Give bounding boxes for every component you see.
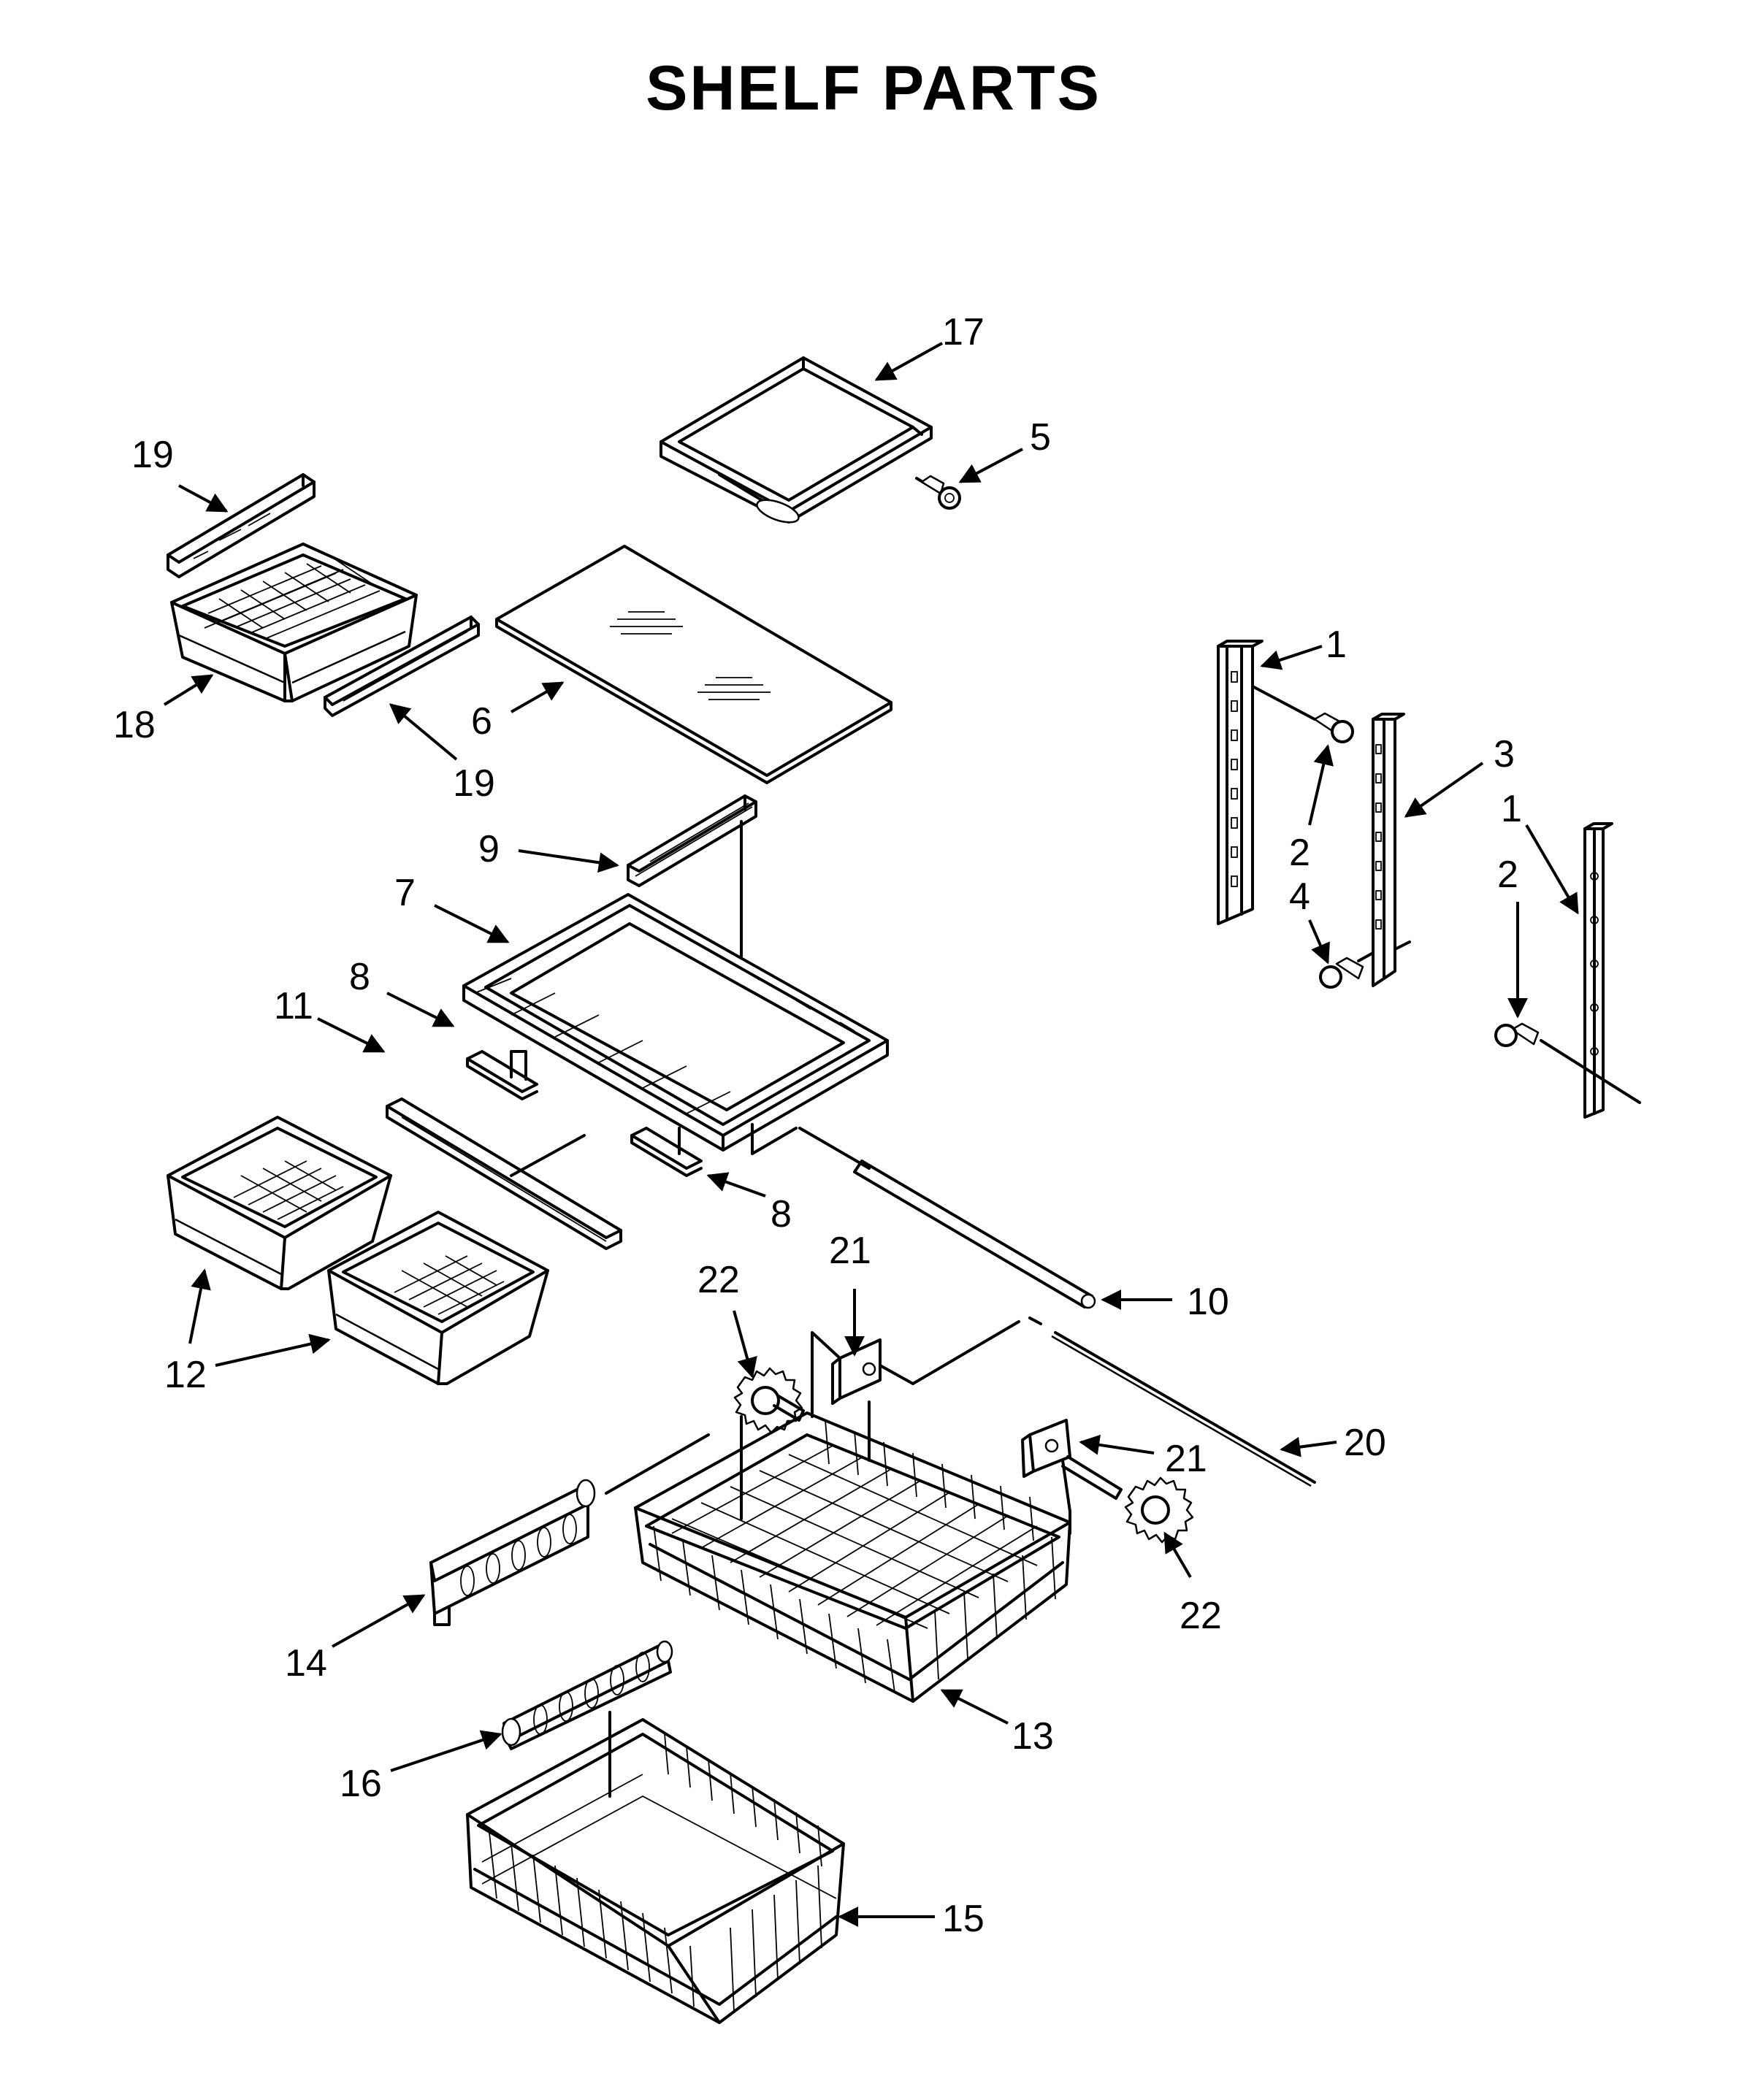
callout-9: 9 — [478, 828, 500, 870]
callout-19-lower: 19 — [453, 762, 495, 805]
callout-11: 11 — [274, 985, 313, 1027]
callout-1-left: 1 — [1326, 624, 1347, 666]
part-8-bracket-upper — [466, 1050, 538, 1100]
callout-13: 13 — [1012, 1715, 1054, 1758]
callout-18: 18 — [113, 704, 156, 746]
part-18-drawer — [170, 543, 418, 702]
part-7-shelf-tray — [462, 893, 889, 1155]
callout-17: 17 — [942, 311, 985, 353]
callout-20: 20 — [1344, 1422, 1386, 1464]
callout-7: 7 — [394, 872, 416, 914]
part-4-screw-lower — [1319, 951, 1375, 989]
callout-21-left: 21 — [829, 1230, 871, 1272]
callout-2-right: 2 — [1497, 854, 1518, 896]
part-1-rail-right — [1540, 822, 1641, 1119]
part-5-screw — [915, 475, 961, 510]
callout-12: 12 — [164, 1354, 207, 1396]
part-2-screw-upper — [1313, 712, 1354, 743]
part-15-wire-basket — [466, 1718, 845, 2024]
part-8-bracket-lower — [630, 1127, 703, 1177]
callout-22-right: 22 — [1180, 1595, 1222, 1637]
callout-21-right: 21 — [1165, 1438, 1207, 1480]
part-3-rail-middle — [1372, 713, 1411, 987]
diagram-title: SHELF PARTS — [646, 53, 1101, 123]
callout-15: 15 — [942, 1898, 985, 1940]
leader-arrows — [163, 342, 1579, 1927]
part-19-rail-upper — [167, 473, 316, 578]
callout-10: 10 — [1187, 1281, 1229, 1323]
callout-2-upper: 2 — [1289, 832, 1310, 874]
part-14-divider — [429, 1433, 710, 1626]
part-6-glass-shelf — [495, 545, 892, 784]
callout-labels: 17 5 19 18 19 6 1 3 2 4 1 2 9 7 8 11 8 2… — [113, 311, 1522, 1940]
part-22-gear-right — [1061, 1455, 1194, 1544]
part-16-divider — [501, 1640, 673, 1798]
part-11-trim — [386, 1097, 622, 1250]
part-13-wire-basket — [634, 1411, 1071, 1703]
callout-16: 16 — [340, 1763, 382, 1805]
part-20-rod — [1028, 1317, 1316, 1487]
callout-19-upper: 19 — [131, 434, 174, 476]
callout-14: 14 — [285, 1642, 327, 1685]
callout-3: 3 — [1494, 733, 1515, 775]
part-19-rail-lower — [324, 616, 480, 717]
callout-8-lower: 8 — [771, 1193, 792, 1235]
part-1-rail-left — [1217, 640, 1316, 925]
part-2-screw-right — [1494, 1022, 1540, 1047]
callout-22-left: 22 — [697, 1259, 740, 1301]
callout-6: 6 — [471, 700, 492, 743]
callout-4: 4 — [1289, 875, 1310, 918]
part-17-shelf-frame — [660, 356, 933, 524]
part-22-gear-left — [733, 1367, 805, 1444]
part-10-rod — [798, 1127, 1096, 1309]
callout-1-right: 1 — [1501, 788, 1522, 830]
part-12-drawer-left — [167, 1116, 392, 1290]
part-21-bracket-left — [811, 1320, 1020, 1433]
callout-5: 5 — [1030, 416, 1051, 459]
callout-8-upper: 8 — [349, 956, 370, 998]
part-9-slide — [627, 794, 757, 958]
part-12-drawer-right — [327, 1211, 549, 1385]
